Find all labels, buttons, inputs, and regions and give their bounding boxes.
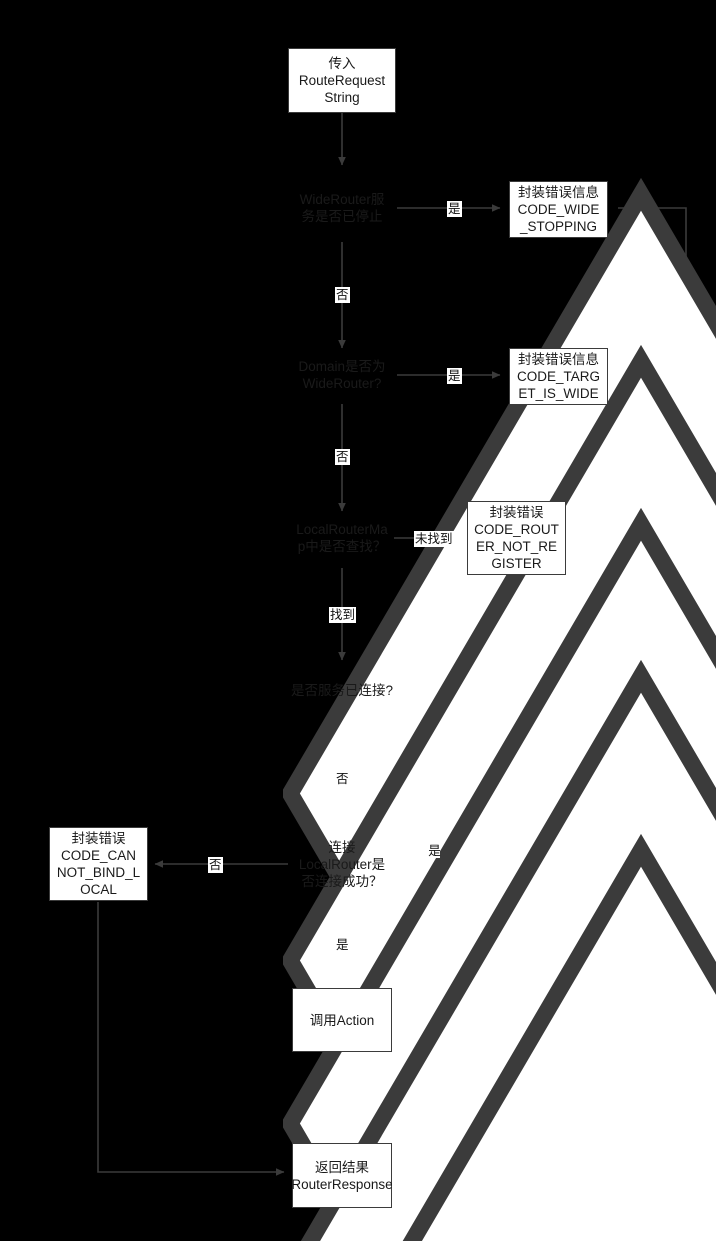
edge-label-map-not-found: 未找到 [414, 531, 454, 547]
node-decision-domain-is-widerouter: Domain是否为 WideRouter? [283, 340, 716, 1241]
node-error-code-router-not-register: 封装错误 CODE_ROUT ER_NOT_RE GISTER [467, 501, 566, 575]
node-error-code-wide-stopping: 封装错误信息 CODE_WIDE _STOPPING [509, 181, 608, 238]
node-decision-widerouter-stopping: WideRouter服 务是否已停止 [283, 173, 716, 1241]
node-error-code-cannot-bind-local: 封装错误 CODE_CAN NOT_BIND_L OCAL [49, 827, 148, 901]
edge-label-domain-is-wide-no: 否 [335, 449, 350, 465]
edge-label-connect-fail-no: 否 [208, 857, 223, 873]
node-call-action: 调用Action [292, 988, 392, 1052]
edge-label-wide-stopping-yes: 是 [447, 201, 462, 217]
edge-label-connect-ok-yes: 是 [335, 937, 350, 953]
node-error-code-target-is-wide: 封装错误信息 CODE_TARG ET_IS_WIDE [509, 348, 608, 405]
edge-cannot-bind-to-return [97, 902, 285, 1176]
edge-label-service-connected-yes: 是 [426, 843, 440, 858]
node-return-router-response: 返回结果 RouterResponse [291, 1143, 393, 1208]
edge-label-service-connected-no: 否 [335, 771, 350, 787]
node-start-route-request: 传入 RouteRequest String [288, 48, 396, 113]
edge-label-map-found: 找到 [329, 607, 357, 623]
edge-label-wide-stopping-no: 否 [335, 287, 350, 303]
node-decision-localroutermap-lookup: LocalRouterMa p中是否查找？ [283, 503, 716, 1241]
edge-label-domain-is-wide-yes: 是 [447, 368, 462, 384]
node-decision-connect-localrouter: 连接 LocalRouter是 否连接成功？ [283, 829, 716, 1241]
node-decision-service-connected: 是否服务已连接? [283, 655, 716, 1241]
